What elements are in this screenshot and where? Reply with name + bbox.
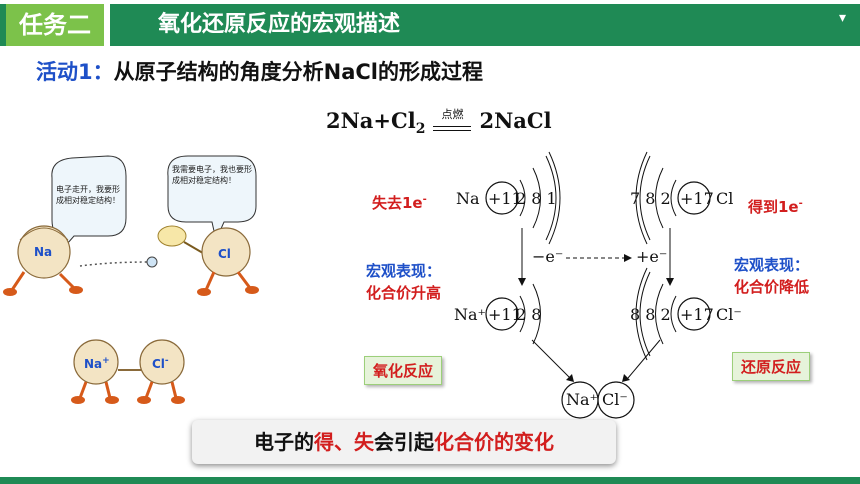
electron-icon [146, 256, 158, 268]
activity-heading: 活动1：从原子结构的角度分析NaCl的形成过程 [36, 56, 483, 86]
summary-part-1: 电子的 [254, 430, 314, 454]
product-na-label: Na⁺ [566, 390, 598, 409]
task-tab: 任务二 [6, 4, 110, 46]
gain-electron-label: +e⁻ [636, 247, 667, 266]
na-ion-nucleus [485, 297, 519, 331]
cl-shell-electrons: 7 8 2 [630, 189, 671, 208]
speech-bubble-left: 电子走开，我要形成相对稳定结构！ [51, 155, 127, 253]
activity-prefix: 活动1： [36, 60, 114, 84]
corner-decoration-icon: ▾ [838, 10, 846, 26]
condition-label: 点燃 [441, 107, 464, 121]
na-ion-character-label: Na [84, 357, 102, 371]
speech-bubble-right: 我需要电子，我也要形成相对稳定结构！ [167, 155, 257, 242]
activity-text: 从原子结构的角度分析NaCl的形成过程 [113, 60, 483, 84]
page-title: 氧化还原反应的宏观描述 [158, 12, 401, 37]
gain-electron-sup: - [798, 198, 803, 209]
oxidation-tag: 氧化反应 [364, 356, 443, 385]
bubble-right-text: 我需要电子，我也要形成相对稳定结构！ [172, 165, 252, 185]
cl-ion-character-charge: - [165, 356, 169, 366]
macro-left-title: 宏观表现： [366, 262, 442, 280]
bubble-left-text: 电子走开，我要形成相对稳定结构！ [56, 185, 120, 205]
cl-nucleus-charge: +17 [680, 189, 714, 208]
butterfly-net-icon [157, 225, 209, 257]
equation-subscript: 2 [415, 121, 426, 138]
na-ion-character-icon: Na+ [71, 339, 119, 404]
gain-electron-text: 得到1e [748, 198, 799, 216]
na-character-label: Na [34, 245, 52, 259]
svg-text:Cl-: Cl- [152, 356, 169, 371]
lose-electron-label: −e⁻ [532, 247, 563, 266]
cl-ion-nucleus [677, 297, 711, 331]
na-shell-electrons: 2 8 1 [516, 189, 557, 208]
macro-left-block: 宏观表现： 化合价升高 [366, 260, 441, 304]
summary-part-2: 会引起 [374, 430, 434, 454]
macro-right-block: 宏观表现： 化合价降低 [734, 254, 809, 298]
cl-character-icon: Cl [197, 227, 259, 296]
cl-ion-shell-electrons: 8 8 2 [630, 305, 671, 324]
summary-separator: 、 [334, 430, 354, 454]
reaction-condition: 点燃 [429, 108, 475, 136]
lose-electron-sup: - [422, 194, 427, 205]
na-nucleus-charge: +11 [488, 189, 522, 208]
summary-gain: 得 [314, 430, 334, 454]
cl-character-label: Cl [218, 247, 231, 261]
header-bar [0, 4, 860, 46]
cl-ion-nucleus-charge: +17 [680, 305, 714, 324]
lose-electron-text: 失去1e [372, 194, 423, 212]
na-ion-shell-electrons: 2 8 [516, 305, 541, 324]
reduction-tag: 还原反应 [732, 352, 811, 381]
electron-trail [79, 261, 151, 267]
cl-ion-character-label: Cl [152, 357, 165, 371]
equation-left: 2Na+Cl [326, 108, 416, 133]
svg-text:Na+: Na+ [84, 356, 110, 371]
product-na-ion [561, 381, 599, 419]
summary-conclusion: 化合价的变化 [434, 430, 554, 454]
cl-ion-symbol: Cl⁻ [716, 305, 742, 324]
equation-right: 2NaCl [479, 108, 552, 133]
footer-bar [0, 477, 860, 484]
cl-atom-symbol: Cl [716, 189, 733, 208]
macro-right-value: 化合价降低 [734, 278, 810, 296]
na-product-arrow [531, 339, 571, 379]
product-cl-label: Cl⁻ [602, 390, 628, 409]
gain-electron-tag: 得到1e- [748, 196, 803, 217]
cl-nucleus [677, 181, 711, 215]
cl-product-arrow [627, 339, 661, 379]
product-cl-ion [597, 381, 635, 419]
na-nucleus [485, 181, 519, 215]
macro-right-title: 宏观表现： [734, 256, 810, 274]
macro-left-value: 化合价升高 [366, 284, 442, 302]
summary-lose: 失 [354, 430, 374, 454]
na-ion-character-charge: + [102, 356, 110, 366]
na-atom-symbol: Na [456, 189, 480, 208]
cl-ion-character-icon: Cl- [137, 339, 185, 404]
summary-box: 电子的得、失会引起化合价的变化 [192, 420, 616, 464]
na-character-icon: Na [3, 225, 83, 296]
na-ion-symbol: Na⁺ [454, 305, 486, 324]
reaction-equation: 2Na+Cl2 点燃 2NaCl [326, 108, 552, 138]
na-ion-nucleus-charge: +11 [488, 305, 522, 324]
lose-electron-tag: 失去1e- [372, 192, 427, 213]
